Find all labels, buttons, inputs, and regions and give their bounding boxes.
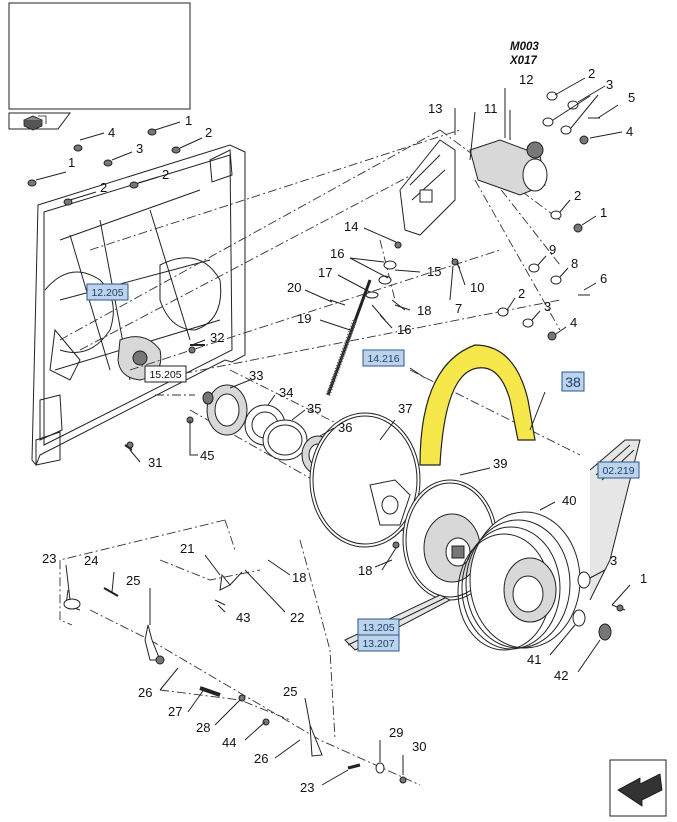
part-label: 19 [297, 311, 311, 326]
part-label: 2 [100, 180, 107, 195]
part-label: 34 [279, 385, 293, 400]
svg-text:14.216: 14.216 [367, 353, 399, 365]
part-label: 31 [148, 455, 162, 470]
part-label: 3 [610, 553, 617, 568]
part-label: 23 [42, 551, 56, 566]
part-number-labels: 4 3 1 2 1 2 2 2 3 5 4 12 13 11 2 1 9 8 6… [42, 66, 647, 795]
part-label: 4 [108, 125, 115, 140]
part-label: 40 [562, 493, 576, 508]
part-label: 2 [205, 125, 212, 140]
part-label: 21 [180, 541, 194, 556]
lower-linkage [63, 344, 407, 784]
part-label: 42 [554, 668, 568, 683]
part-label: 7 [455, 301, 462, 316]
diagram-code-1: M003 [510, 41, 539, 53]
part-label: 9 [549, 242, 556, 257]
reference-14216[interactable]: 14.216 [362, 349, 405, 367]
reference-15205[interactable]: 15.205 [144, 365, 187, 383]
motor-assembly [399, 110, 548, 236]
part-label: 23 [300, 780, 314, 795]
reference-12205[interactable]: 12.205 [86, 283, 129, 301]
part-label: 14 [344, 219, 358, 234]
frame-bolts [27, 128, 196, 449]
reference-13207[interactable]: 13.207 [357, 634, 400, 652]
part-label: 2 [574, 188, 581, 203]
part-label: 45 [200, 448, 214, 463]
part-label: 1 [600, 205, 607, 220]
book-icon [23, 115, 47, 131]
part-label: 37 [398, 401, 412, 416]
part-label: 16 [330, 246, 344, 261]
part-label: 12 [519, 72, 533, 87]
part-label: 1 [185, 113, 192, 128]
part-label: 24 [84, 553, 98, 568]
belt-38-highlight [419, 344, 536, 466]
part-label: 3 [606, 77, 613, 92]
tension-rod [325, 241, 461, 396]
part-label: 32 [210, 330, 224, 345]
svg-text:38: 38 [565, 374, 581, 390]
part-label: 44 [222, 735, 236, 750]
part-label: 16 [397, 322, 411, 337]
part-label: 4 [570, 315, 577, 330]
part-label: 5 [628, 90, 635, 105]
part-label: 13 [428, 101, 442, 116]
part-label: 26 [138, 685, 152, 700]
washers-bottom-right [572, 571, 626, 641]
part-label: 3 [544, 299, 551, 314]
part-label: 35 [307, 401, 321, 416]
part-label: 30 [412, 739, 426, 754]
arrow-icon [609, 759, 667, 817]
part-label: 10 [470, 280, 484, 295]
part-label: 11 [484, 101, 498, 116]
svg-text:15.205: 15.205 [149, 369, 181, 381]
belt-38 [419, 344, 536, 466]
part-label: 4 [626, 124, 633, 139]
part-label: 8 [571, 256, 578, 271]
part-label: 27 [168, 704, 182, 719]
part-label: 28 [196, 720, 210, 735]
part-label: 26 [254, 751, 268, 766]
part-label: 18 [417, 303, 431, 318]
part-label: 18 [292, 570, 306, 585]
part-label: 33 [249, 368, 263, 383]
svg-text:13.205: 13.205 [362, 622, 394, 634]
part-label: 36 [338, 420, 352, 435]
reference-02219[interactable]: 02.219 [597, 461, 640, 479]
part-label: 18 [358, 563, 372, 578]
part-label: 2 [518, 286, 525, 301]
part-label: 22 [290, 610, 304, 625]
part-label: 1 [68, 155, 75, 170]
part-label: 15 [427, 264, 441, 279]
part-label: 43 [236, 610, 250, 625]
callout-38[interactable]: 38 [561, 371, 585, 392]
part-label: 2 [162, 167, 169, 182]
disc-37 [309, 412, 421, 548]
part-label: 6 [600, 271, 607, 286]
washers-right [497, 91, 600, 341]
part-label: 25 [126, 573, 140, 588]
part-label: 39 [493, 456, 507, 471]
title-frame [8, 2, 191, 131]
reference-13205[interactable]: 13.205 [357, 618, 400, 636]
svg-text:02.219: 02.219 [602, 465, 634, 477]
part-label: 3 [136, 141, 143, 156]
part-label: 17 [318, 265, 332, 280]
pulley-40 [457, 511, 581, 651]
part-label: 20 [287, 280, 301, 295]
part-label: 29 [389, 725, 403, 740]
part-label: 1 [640, 571, 647, 586]
svg-text:12.205: 12.205 [91, 287, 123, 299]
leader-lines [35, 77, 631, 786]
svg-text:13.207: 13.207 [362, 638, 394, 650]
diagram-code-2: X017 [509, 55, 537, 67]
part-label: 25 [283, 684, 297, 699]
part-label: 41 [527, 652, 541, 667]
part-label: 2 [588, 66, 595, 81]
